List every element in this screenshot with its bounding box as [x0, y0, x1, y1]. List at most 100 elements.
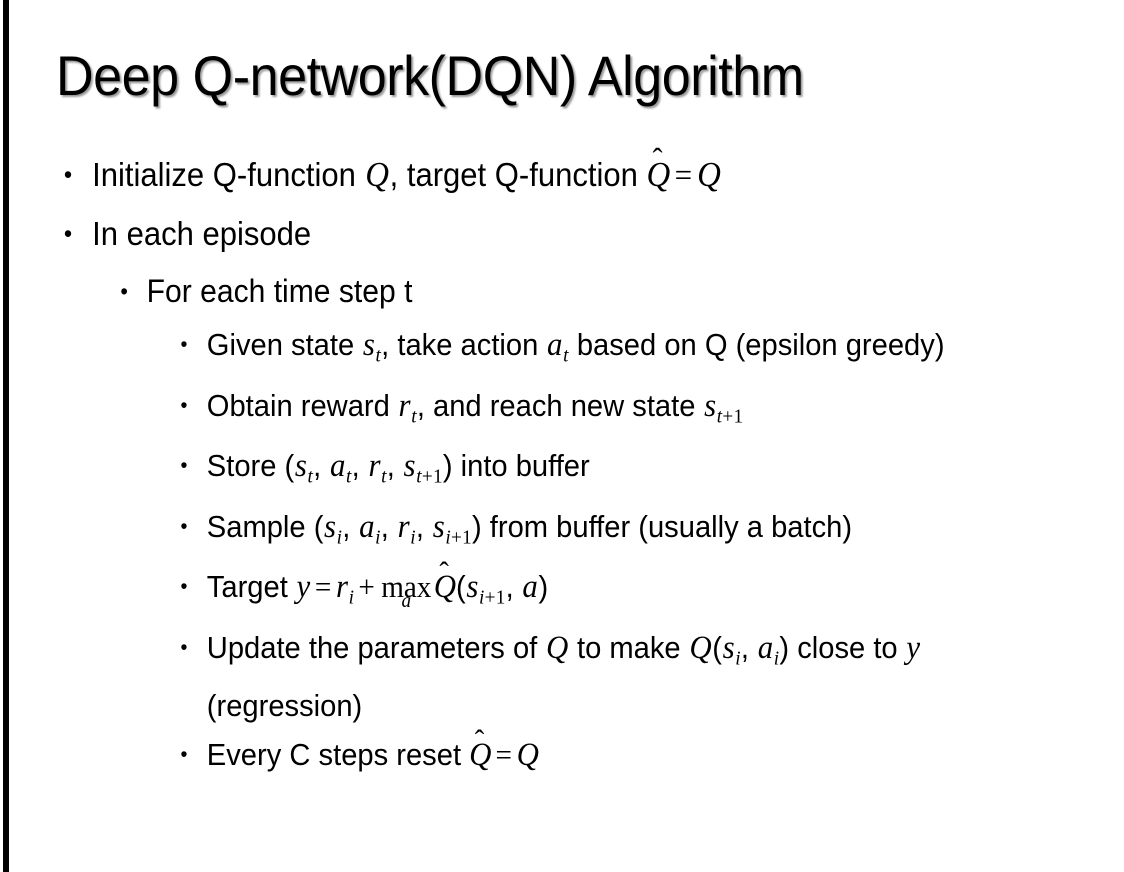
- bullet-content: Obtain reward rt, and reach new state st…: [207, 382, 1057, 441]
- math-base: s: [362, 327, 375, 363]
- bullet-text: Sample (: [206, 508, 324, 544]
- bullet-item-level-1: •Initialize Q-function Q, target Q-funct…: [0, 140, 1057, 205]
- bullet-marker-icon: •: [180, 635, 188, 659]
- bullet-text: , take action: [381, 327, 547, 362]
- math-variable: Q: [365, 155, 389, 194]
- bullet-text: ) close to: [779, 629, 906, 665]
- math-subscript: i+1: [478, 586, 506, 609]
- bullet-text: Store (: [206, 448, 295, 484]
- bullet-text: Target: [206, 569, 296, 605]
- math-base: a: [329, 448, 346, 485]
- bullet-content: Update the parameters of Q to make Q(si,…: [207, 624, 1057, 730]
- bullet-text: ) from buffer (usually a batch): [471, 508, 853, 544]
- math-subscript: i: [348, 586, 355, 609]
- bullet-item-level-2: • For each time step t: [0, 263, 1057, 319]
- math-symbol: st: [362, 327, 381, 367]
- bullet-content: Store (st, at, rt, st+1) into buffer: [207, 442, 1057, 501]
- math-subscript: t: [563, 344, 569, 367]
- math-subscript: t: [381, 465, 387, 488]
- bullet-text: , target Q-function: [389, 156, 647, 193]
- math-symbol: si: [722, 629, 741, 670]
- math-operator: =: [314, 569, 332, 605]
- math-subscript: i: [375, 526, 381, 549]
- math-base: r: [397, 508, 410, 545]
- page-title: Deep Q-network(DQN) Algorithm: [56, 44, 804, 107]
- math-subscript: t: [346, 465, 352, 488]
- bullet-item-level-3: • Sample (si, ai, ri, si+1) from buffer (…: [0, 501, 1057, 562]
- math-base: s: [294, 448, 307, 485]
- math-base: s: [722, 629, 735, 666]
- bullet-text: For each time step t: [146, 273, 413, 309]
- bullet-item-level-3: •Obtain reward rt, and reach new state s…: [0, 380, 1057, 441]
- bullet-marker-icon: •: [63, 161, 73, 189]
- bullet-content: Sample (si, ai, ri, si+1) from buffer (u…: [207, 503, 1057, 562]
- max-label: max: [381, 569, 432, 605]
- math-base: s: [704, 387, 717, 424]
- math-base: a: [547, 327, 563, 363]
- bullet-text: ,: [740, 629, 758, 665]
- bullet-text: (regression): [206, 688, 363, 724]
- bullet-content: In each episode: [92, 205, 1056, 263]
- bullet-item-level-1: •In each episode: [0, 205, 1057, 263]
- math-symbol: si: [323, 508, 342, 549]
- math-subscript: t+1: [716, 405, 744, 428]
- bullet-item-level-3: • Store (st, at, rt, st+1) into buffer: [0, 440, 1057, 501]
- math-variable: Q: [516, 737, 539, 774]
- bullet-text: , and reach new state: [416, 387, 704, 423]
- math-subscript: t: [375, 344, 382, 367]
- bullet-text: ) into buffer: [442, 448, 590, 484]
- bullet-content: For each time step t: [147, 263, 1057, 319]
- bullet-marker-icon: •: [180, 393, 188, 417]
- bullet-text: Update the parameters of: [206, 629, 546, 665]
- bullet-text: ,: [351, 448, 368, 484]
- math-symbol: rt: [398, 387, 417, 428]
- math-base: s: [432, 508, 445, 545]
- math-variable: Q: [545, 629, 569, 666]
- bullet-text: ,: [386, 448, 403, 484]
- math-base: r: [398, 387, 411, 424]
- bullet-text: (: [456, 569, 466, 605]
- hat-accent-icon: ˆ: [474, 723, 485, 758]
- math-subscript: t: [307, 465, 314, 488]
- bullet-marker-icon: •: [180, 454, 188, 478]
- math-symbol: ai: [358, 508, 380, 549]
- bullet-text: to make: [568, 629, 689, 665]
- math-operator: =: [674, 158, 693, 194]
- math-symbol: st+1: [704, 387, 744, 428]
- hat-accent-icon: ˆ: [652, 140, 663, 177]
- math-symbol: ri: [335, 569, 354, 609]
- math-subscript: i+1: [445, 526, 472, 549]
- bullet-content: Given state st, take action at based on …: [207, 321, 1057, 380]
- bullet-marker-icon: •: [180, 514, 188, 538]
- math-operator: +: [358, 569, 375, 605]
- math-variable: Q: [697, 155, 721, 194]
- math-symbol: si+1: [432, 508, 472, 549]
- hat-accent-icon: ˆ: [439, 555, 449, 590]
- max-underset-variable: a: [401, 589, 412, 612]
- bullet-text: ,: [415, 508, 433, 544]
- math-base: a: [359, 508, 375, 545]
- math-variable: a: [522, 569, 538, 606]
- left-accent-bar: [3, 0, 9, 872]
- math-base: r: [336, 569, 349, 606]
- math-symbol: at: [329, 448, 351, 488]
- bullet-marker-icon: •: [120, 278, 128, 304]
- math-base: s: [403, 448, 416, 485]
- bullet-text: Given state: [206, 327, 363, 362]
- math-subscript: t+1: [416, 465, 443, 488]
- math-subscript: i: [410, 526, 416, 549]
- bullet-marker-icon: •: [180, 333, 188, 356]
- math-base: s: [466, 569, 479, 606]
- bullet-text: ,: [342, 508, 359, 544]
- bullet-list: •Initialize Q-function Q, target Q-funct…: [0, 140, 1124, 779]
- math-base: s: [324, 508, 337, 545]
- bullet-text: In each episode: [92, 215, 312, 252]
- math-operator: =: [495, 737, 512, 773]
- math-subscript: t: [411, 405, 417, 428]
- bullet-text: ,: [505, 569, 522, 605]
